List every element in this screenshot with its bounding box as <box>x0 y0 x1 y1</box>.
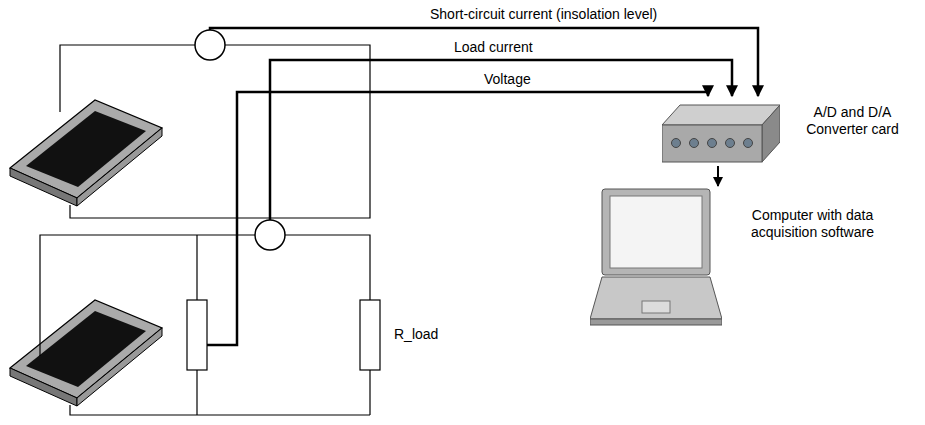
potentiometer-symbol <box>187 300 207 370</box>
resistor-symbol <box>360 300 380 370</box>
signal-name: Load current <box>452 39 535 56</box>
component-label: R_load <box>392 326 440 343</box>
current-sensor <box>255 220 285 250</box>
laptop-computer: Computer with data acquisition software <box>590 187 722 327</box>
current-sensor <box>195 30 225 60</box>
wire <box>60 45 370 218</box>
wire <box>40 235 370 415</box>
node-label: A/D and D/A Converter card <box>790 104 915 138</box>
node-label: Computer with data acquisition software <box>730 207 895 241</box>
laptop-computer-icon <box>590 187 722 327</box>
signal-name: Voltage <box>482 71 533 88</box>
converter-card-icon <box>662 100 780 165</box>
data-arrow <box>717 166 719 186</box>
signal-name: Short-circuit current (insolation level) <box>428 6 659 23</box>
solar-panel <box>10 100 162 206</box>
converter-card: A/D and D/A Converter card <box>662 100 780 165</box>
solar-panel <box>10 300 162 406</box>
signal-wire <box>207 28 758 345</box>
